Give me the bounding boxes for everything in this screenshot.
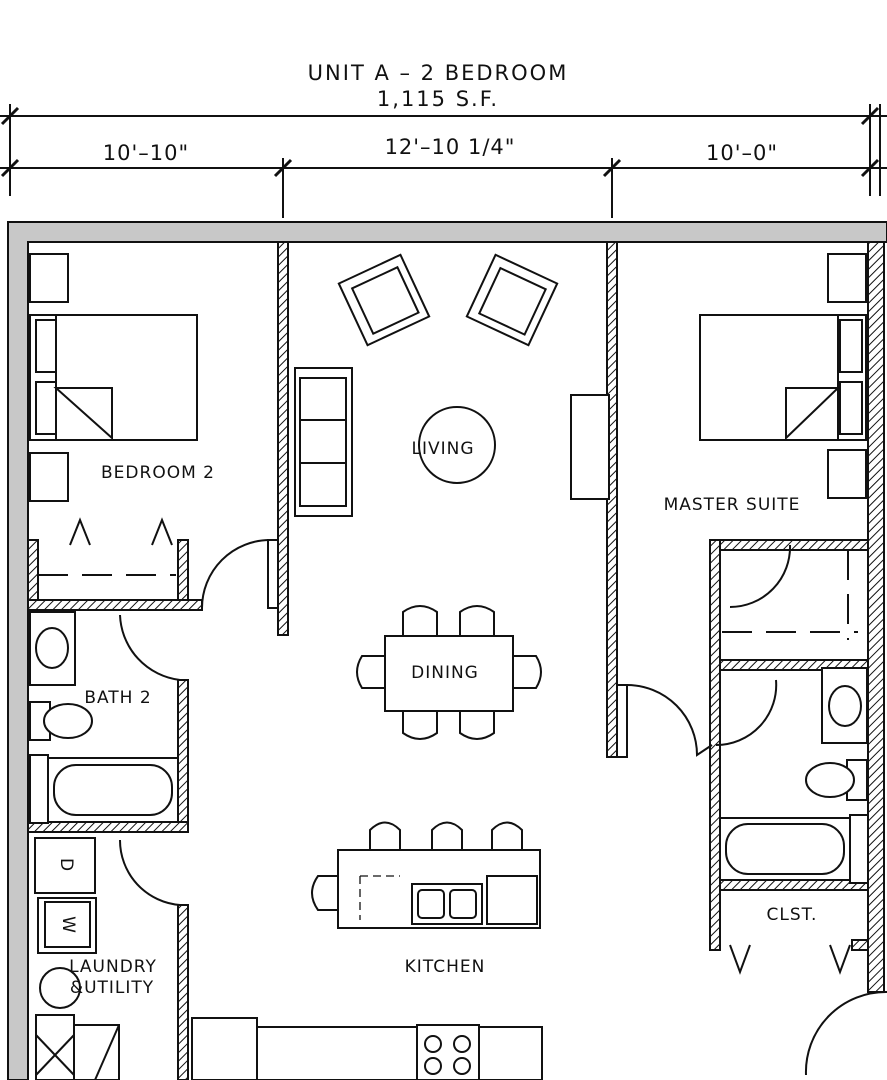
master-bath-fixtures bbox=[719, 667, 869, 884]
washer-label: W bbox=[58, 916, 78, 934]
laundry-fixtures bbox=[34, 837, 120, 1080]
room-label-bath2: BATH 2 bbox=[84, 688, 151, 708]
room-label-utility: &UTILITY bbox=[70, 978, 154, 998]
plan-area: 1,115 S.F. bbox=[377, 87, 499, 111]
room-label-laundry: LAUNDRY bbox=[69, 957, 157, 977]
room-label-closet: CLST. bbox=[767, 905, 818, 925]
plan-title: UNIT A – 2 BEDROOM bbox=[308, 61, 569, 85]
dryer-label: D bbox=[56, 858, 76, 872]
kitchen-island bbox=[191, 821, 543, 1080]
room-label-bedroom2: BEDROOM 2 bbox=[101, 463, 215, 483]
dining-table bbox=[356, 605, 542, 740]
dimension-lines bbox=[0, 104, 887, 218]
dimension-bedroom2: 10'–10" bbox=[103, 141, 189, 165]
living-furniture bbox=[294, 253, 610, 517]
bed-master bbox=[699, 253, 867, 499]
room-label-dining: DINING bbox=[411, 663, 479, 683]
dimension-master: 10'–0" bbox=[706, 141, 778, 165]
bath2-fixtures bbox=[29, 611, 179, 824]
room-label-kitchen: KITCHEN bbox=[405, 957, 486, 977]
bed-bedroom2 bbox=[29, 253, 198, 502]
room-label-living: LIVING bbox=[411, 439, 474, 459]
room-label-master: MASTER SUITE bbox=[664, 495, 801, 515]
dimension-living: 12'–10 1/4" bbox=[385, 135, 516, 159]
doors bbox=[38, 517, 887, 1076]
